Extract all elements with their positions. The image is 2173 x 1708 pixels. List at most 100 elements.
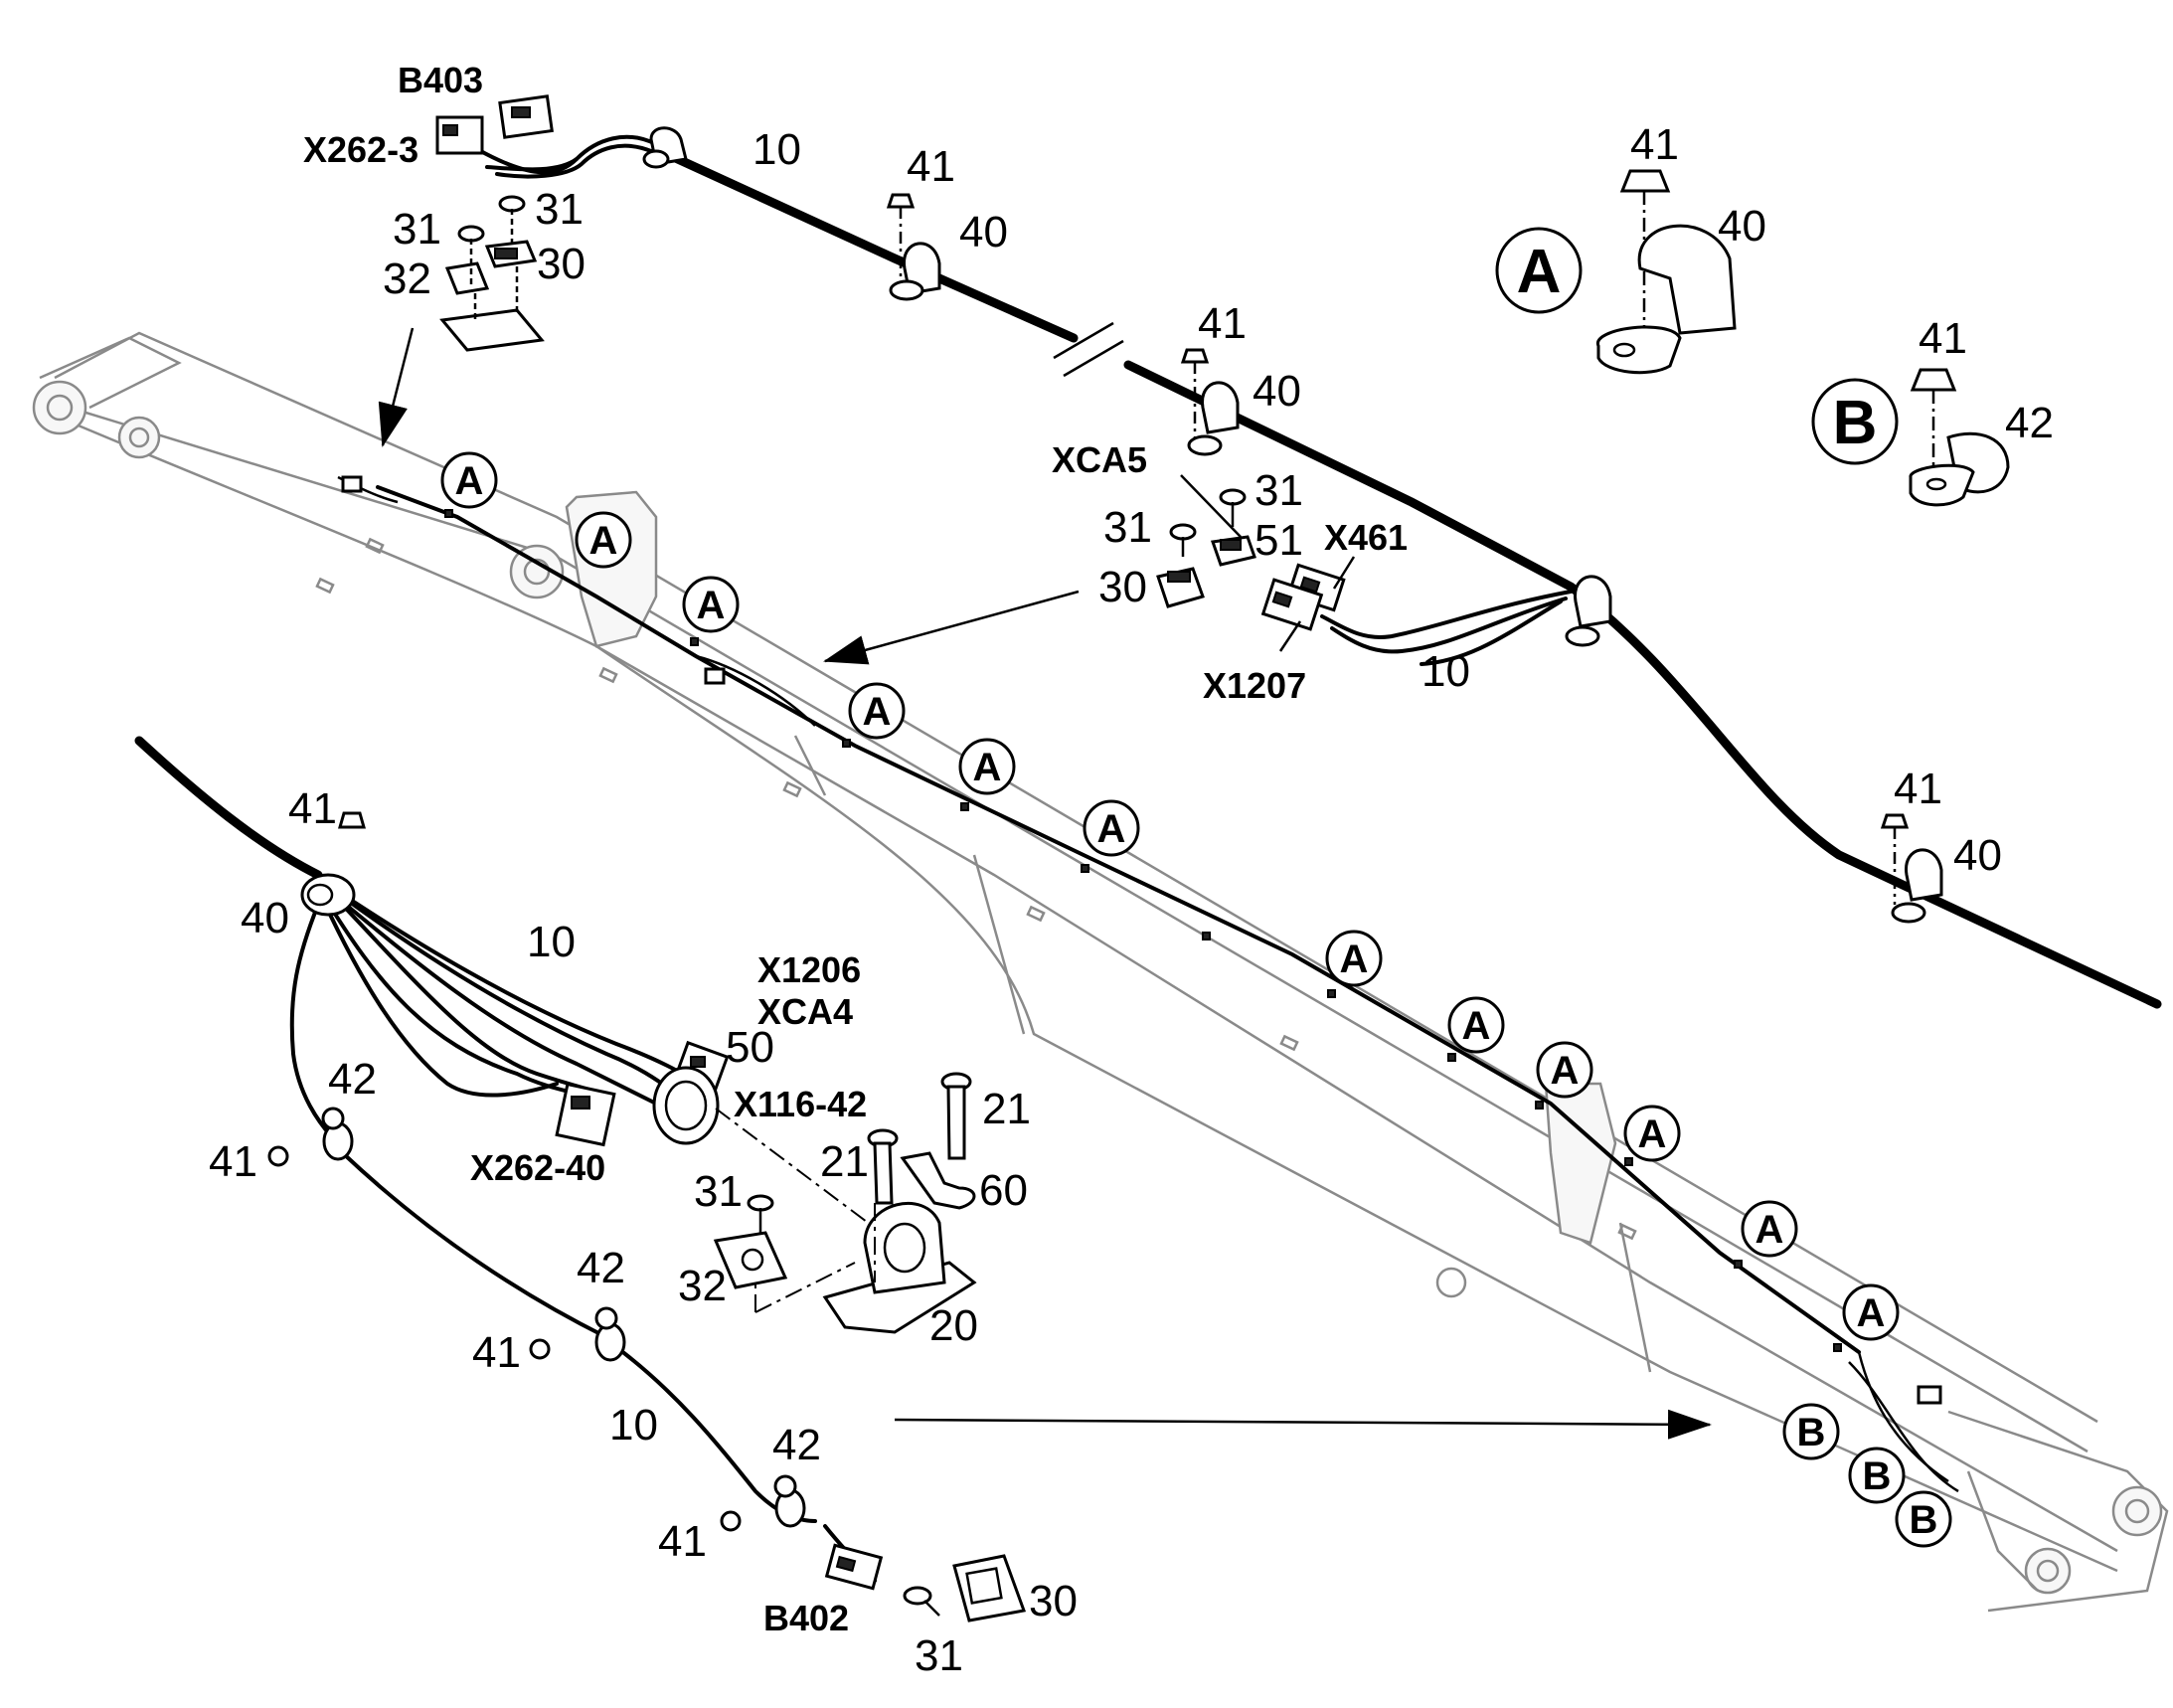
label-21: 21	[982, 1085, 1031, 1133]
svg-text:A: A	[863, 690, 892, 734]
bolt-21-2	[940, 1072, 972, 1160]
label-41: 41	[658, 1517, 707, 1566]
label-10: 10	[609, 1401, 658, 1450]
svg-text:A: A	[1340, 938, 1369, 981]
screw-31-bottom	[903, 1586, 940, 1617]
label-41: 41	[1919, 314, 1967, 363]
label-41: 41	[1198, 299, 1247, 348]
label-xca4: XCA4	[757, 991, 853, 1032]
callout-a: A	[1536, 1041, 1593, 1099]
lower-harness-detail	[134, 736, 1027, 1623]
detail-a-letter: A	[1517, 238, 1562, 306]
label-10: 10	[527, 918, 576, 966]
leader-lines	[1180, 474, 1356, 652]
label-10: 10	[752, 125, 801, 174]
boom-outline	[32, 331, 2169, 1613]
callout-a: A	[1325, 930, 1383, 987]
bracket-51	[1210, 535, 1256, 567]
label-60: 60	[979, 1166, 1028, 1215]
clamp	[642, 126, 688, 169]
bracket-20	[822, 1201, 977, 1334]
label-b402: B402	[763, 1598, 849, 1638]
screw-31	[1219, 488, 1247, 527]
label-41: 41	[288, 784, 337, 833]
label-40: 40	[1953, 831, 2002, 880]
callout-a: A	[958, 738, 1016, 795]
detail-b: B	[1811, 368, 2010, 507]
svg-text:A: A	[1462, 1004, 1491, 1048]
boom-callouts-b: B B B	[1782, 1403, 1952, 1548]
callout-a: A	[1741, 1200, 1798, 1258]
label-40: 40	[1718, 202, 1766, 251]
connector-x116-42	[652, 1066, 720, 1145]
svg-text:A: A	[455, 459, 484, 503]
callout-b: B	[1895, 1490, 1952, 1548]
clamp-42-3	[720, 1474, 806, 1532]
label-x461: X461	[1324, 517, 1408, 558]
label-xca5: XCA5	[1052, 439, 1147, 480]
label-30: 30	[1098, 563, 1147, 611]
plate-assembly-upper-left	[439, 195, 545, 352]
boom-clip-marks	[444, 509, 1842, 1352]
svg-text:A: A	[1857, 1291, 1886, 1335]
upper-harness-detail	[435, 94, 2162, 1009]
strap-60	[900, 1151, 976, 1210]
label-31: 31	[694, 1167, 743, 1216]
svg-text:A: A	[1755, 1208, 1784, 1252]
callout-b: B	[1782, 1403, 1840, 1460]
svg-text:B: B	[1910, 1498, 1938, 1542]
clamp-mid-right	[1565, 575, 1612, 647]
label-31: 31	[915, 1631, 963, 1680]
callout-a: A	[1842, 1283, 1900, 1341]
label-40: 40	[241, 894, 289, 942]
callout-a: A	[848, 682, 906, 740]
connector-x1207	[1260, 578, 1324, 631]
label-50: 50	[726, 1023, 774, 1072]
label-32: 32	[678, 1262, 727, 1310]
connector-labels: B403 X262-3 XCA5 X461 X1207 X1206 XCA4 X…	[303, 60, 1408, 1638]
clamp-40-upper	[886, 193, 941, 301]
label-41: 41	[907, 142, 955, 191]
label-x262-40: X262-40	[470, 1147, 605, 1188]
label-20: 20	[929, 1301, 978, 1350]
label-41: 41	[472, 1328, 521, 1377]
label-42: 42	[328, 1055, 377, 1104]
label-21: 21	[820, 1137, 869, 1186]
label-41: 41	[209, 1137, 257, 1186]
harness-on-boom	[337, 475, 1959, 1493]
clamp-40-right	[1880, 813, 1943, 924]
label-51: 51	[1254, 516, 1303, 565]
label-30: 30	[1029, 1577, 1078, 1625]
label-42: 42	[772, 1421, 821, 1469]
detail-a: A	[1495, 169, 1737, 375]
svg-text:A: A	[1097, 807, 1126, 851]
callout-b: B	[1848, 1447, 1906, 1504]
screw-31	[1169, 523, 1197, 557]
bolt-21-1	[867, 1128, 899, 1205]
detail-b-letter: B	[1833, 389, 1878, 457]
callout-a: A	[1083, 799, 1140, 857]
callout-a: A	[575, 511, 632, 569]
label-42: 42	[577, 1244, 625, 1292]
label-41: 41	[1630, 120, 1679, 169]
callout-a: A	[440, 451, 498, 509]
label-30: 30	[537, 240, 585, 288]
label-41: 41	[1894, 765, 1942, 813]
label-31: 31	[535, 185, 584, 234]
connector-x262-3	[435, 115, 484, 155]
svg-text:B: B	[1797, 1411, 1826, 1454]
clamp-42-2	[529, 1306, 626, 1362]
label-b403: B403	[398, 60, 483, 100]
label-32: 32	[383, 255, 431, 303]
label-31: 31	[1254, 466, 1303, 515]
plate-32-lower	[713, 1194, 788, 1289]
label-40: 40	[959, 208, 1008, 256]
label-40: 40	[1253, 367, 1301, 416]
label-x1207: X1207	[1203, 665, 1306, 706]
boom-callouts-a: A A A A A A A A A A A A	[440, 451, 1900, 1341]
svg-text:A: A	[697, 584, 726, 627]
clamp-40-mid	[1180, 348, 1240, 456]
part-number-labels: 31 31 30 32 10 41 40 41 40 31 31 51 30 1…	[209, 120, 2054, 1680]
